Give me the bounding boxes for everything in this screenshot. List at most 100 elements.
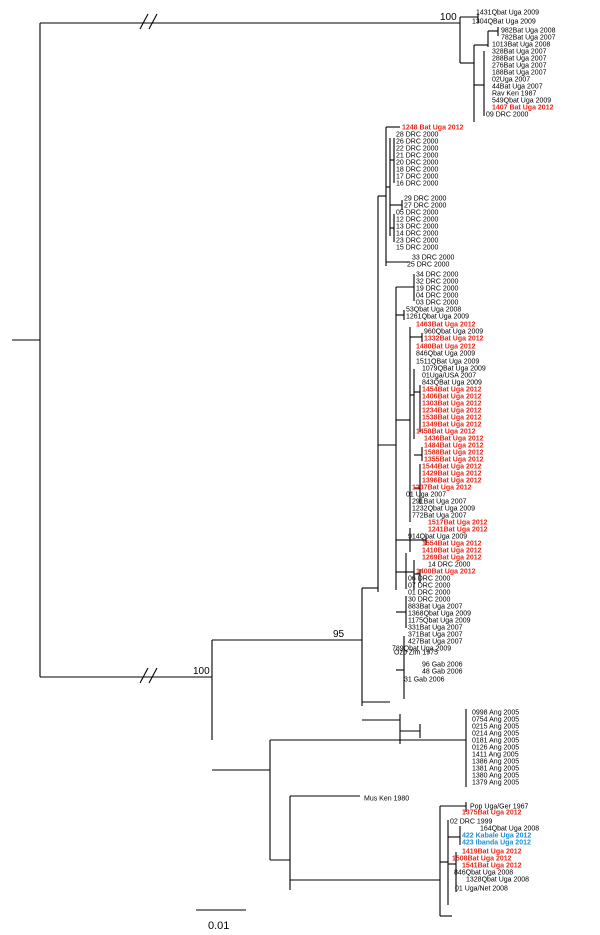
scale-bar-label: 0.01 [208,920,229,932]
taxon-label: 288Bat Uga 2007 [492,56,547,63]
taxon-label: 1419Bat Uga 2012 [462,849,522,856]
bootstrap-value: 95 [333,629,345,640]
taxon-label: 29 DRC 2000 [404,196,447,203]
taxon-label: 0214 Ang 2005 [472,731,519,738]
taxon-label: 14 DRC 2000 [396,231,439,238]
taxon-label: 914Qbat Uga 2009 [408,534,467,541]
taxon-label: 1431Qbat Uga 2009 [476,10,539,17]
taxon-label: 1454Bat Uga 2012 [422,387,482,394]
taxon-label: 26 DRC 2000 [396,139,439,146]
taxon-label: 1411 Ang 2005 [472,752,519,759]
taxon-label: 44Bat Uga 2007 [492,84,543,91]
bootstrap-value: 100 [440,12,457,23]
taxon-label: 1541Bat Uga 2012 [462,863,522,870]
taxon-label: 25 DRC 2000 [407,262,450,269]
taxon-label: 1303Bat Uga 2012 [422,401,482,408]
taxon-label: 03 DRC 2000 [416,300,459,307]
taxon-label: 34 DRC 2000 [416,272,459,279]
taxon-label: 18 DRC 2000 [396,167,439,174]
taxon-label: 33 DRC 2000 [412,255,455,262]
taxon-label: 16 DRC 2000 [396,181,439,188]
taxon-label: 22 DRC 2000 [396,146,439,153]
taxon-label: 1484Bat Uga 2012 [424,443,484,450]
taxon-label: 1436Bat Uga 2012 [424,436,484,443]
taxon-label: 27 DRC 2000 [404,203,447,210]
taxon-label: 846Qbat Uga 2009 [416,351,475,358]
taxon-label: 427Bat Uga 2007 [408,639,463,646]
taxon-label: 0998 Ang 2005 [472,710,519,717]
taxon-label: 0126 Ang 2005 [472,745,519,752]
taxon-label: 1332Bat Uga 2012 [424,336,484,343]
taxon-label: 1406Bat Uga 2012 [422,394,482,401]
taxon-label: 48 Gab 2006 [422,669,463,676]
taxon-label: 1368Qbat Uga 2009 [408,611,471,618]
taxon-label: 02Uga 2007 [492,77,530,84]
taxon-label: 02 DRC 1999 [450,819,493,826]
taxon-label: 17 DRC 2000 [396,174,439,181]
taxon-label: 789Qbat Uga 2009 [392,646,451,653]
taxon-label: 1386 Ang 2005 [472,759,519,766]
taxon-label: 422 Kabale Uga 2012 [462,833,531,840]
taxon-label: Ozo Zim 1975 [394,650,438,657]
taxon-label: 19 DRC 2000 [416,286,459,293]
taxon-label: 772Bat Uga 2007 [412,513,467,520]
branch-break-marks [139,13,158,684]
taxon-label: 07 DRC 2000 [408,583,451,590]
taxon-label: 331Bat Uga 2007 [408,625,463,632]
taxon-label: Mus Ken 1980 [364,796,409,803]
taxon-label: 843QBat Uga 2009 [422,380,482,387]
tree-branches [12,13,499,917]
taxon-label: 1013Bat Uga 2008 [492,42,550,49]
taxon-label: 05 DRC 2000 [396,210,439,217]
taxon-label: 1380 Ang 2005 [472,773,519,780]
taxon-label: 328Bat Uga 2007 [492,49,547,56]
taxon-label: 04 DRC 2000 [416,293,459,300]
taxon-label: 14 DRC 2000 [428,562,471,569]
taxon-label: 1232Qbat Uga 2009 [412,506,475,513]
taxon-label: 1355Bat Uga 2012 [424,457,484,464]
taxon-label: 1480Bat Uga 2012 [416,344,476,351]
taxon-label: 96 Gab 2006 [422,662,463,669]
taxon-label: 1396Bat Uga 2012 [422,478,482,485]
taxon-label: 982Bat Uga 2008 [501,28,556,35]
taxon-label: 01Uga/USA 2007 [422,373,476,380]
taxon-label: 1407 Bat Uga 2012 [492,105,554,112]
taxon-label: Pop Uga/Ger 1967 [470,804,528,811]
taxon-label: 1458Bat Uga 2012 [416,429,476,436]
taxon-label: 1511QBat Uga 2009 [416,359,479,366]
taxon-label: 1234Bat Uga 2012 [422,408,482,415]
taxon-label: 1349Bat Uga 2012 [422,422,482,429]
taxon-label: 09 DRC 2000 [486,112,529,119]
taxon-label: 1079QBat Uga 2009 [422,366,486,373]
taxon-label: 28 DRC 2000 [396,132,439,139]
taxon-label: Rav Ken 1987 [492,91,536,98]
taxon-label: 01 DRC 2000 [408,590,451,597]
taxon-label: 960Qbat Uga 2009 [424,329,483,336]
taxon-label: 0181 Ang 2005 [472,738,519,745]
taxon-label: 01 Uga 2007 [406,492,446,499]
taxon-label: 164Qbat Uga 2008 [480,826,539,833]
taxon-label: 1517Bat Uga 2012 [428,520,488,527]
taxon-label: 1175Qbat Uga 2009 [408,618,471,625]
taxon-label: 371Bat Uga 2007 [408,632,463,639]
taxon-label: 1463Bat Uga 2012 [416,322,476,329]
taxon-label: 53Qbat Uga 2008 [406,307,461,314]
taxon-label: 15 DRC 2000 [396,245,439,252]
taxon-label: 12 DRC 2000 [396,217,439,224]
taxon-label: 06 DRC 2000 [408,576,451,583]
taxon-label: 1381 Ang 2005 [472,766,519,773]
taxon-label: 1328Qbat Uga 2008 [466,877,529,884]
taxon-label: 1410Bat Uga 2012 [422,548,482,555]
taxon-label: 1248 Bat Uga 2012 [402,125,464,132]
taxon-label: 1554Bat Uga 2012 [422,541,482,548]
taxon-label: 782Bat Uga 2007 [501,35,556,42]
taxon-label: 883Bat Uga 2007 [408,604,463,611]
taxon-label: 13 DRC 2000 [396,224,439,231]
taxon-label: 32 DRC 2000 [416,279,459,286]
taxon-label: 1261Qbat Uga 2009 [406,314,469,321]
taxon-label: 1379 Ang 2005 [472,780,519,787]
taxon-label: 276Bat Uga 2007 [492,63,547,70]
taxon-label: 20 DRC 2000 [396,160,439,167]
